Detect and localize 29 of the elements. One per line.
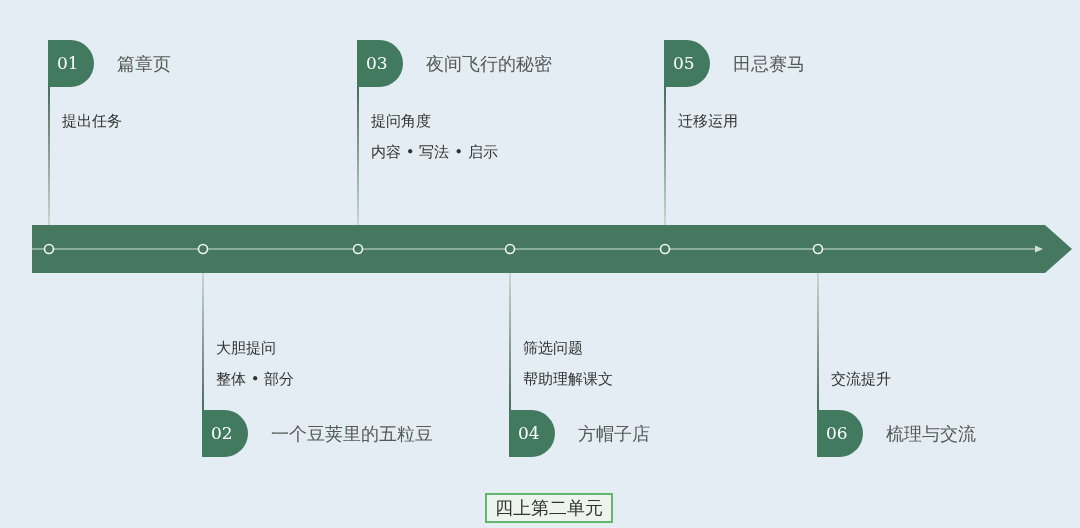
step-note: 大胆提问 — [216, 338, 276, 358]
step-title: 方帽子店 — [578, 422, 650, 445]
step-title: 夜间飞行的秘密 — [426, 52, 552, 75]
step-note: 提出任务 — [62, 111, 122, 131]
step-title: 篇章页 — [117, 52, 171, 75]
step-title: 梳理与交流 — [886, 422, 976, 445]
step-title: 一个豆荚里的五粒豆 — [271, 422, 433, 445]
stem-line — [202, 272, 204, 411]
stem-line — [817, 272, 819, 411]
step-title: 田忌赛马 — [733, 52, 805, 75]
step-note: 整体 • 部分 — [216, 369, 295, 389]
step-number-tab: 03 — [357, 40, 403, 87]
stem-line — [509, 272, 511, 411]
step-number-tab: 06 — [817, 410, 863, 457]
unit-caption: 四上第二单元 — [485, 493, 613, 523]
step-number-tab: 04 — [509, 410, 555, 457]
timeline-arrow-band — [32, 225, 1072, 273]
step-note: 帮助理解课文 — [523, 369, 613, 389]
step-number-tab: 02 — [202, 410, 248, 457]
stem-line — [357, 86, 359, 226]
step-note: 内容 • 写法 • 启示 — [371, 142, 498, 162]
step-note: 筛选问题 — [523, 338, 583, 358]
stem-line — [48, 86, 50, 226]
stem-line — [664, 86, 666, 226]
step-note: 交流提升 — [831, 369, 891, 389]
step-number-tab: 01 — [48, 40, 94, 87]
step-number-tab: 05 — [664, 40, 710, 87]
step-note: 提问角度 — [371, 111, 431, 131]
step-note: 迁移运用 — [678, 111, 738, 131]
